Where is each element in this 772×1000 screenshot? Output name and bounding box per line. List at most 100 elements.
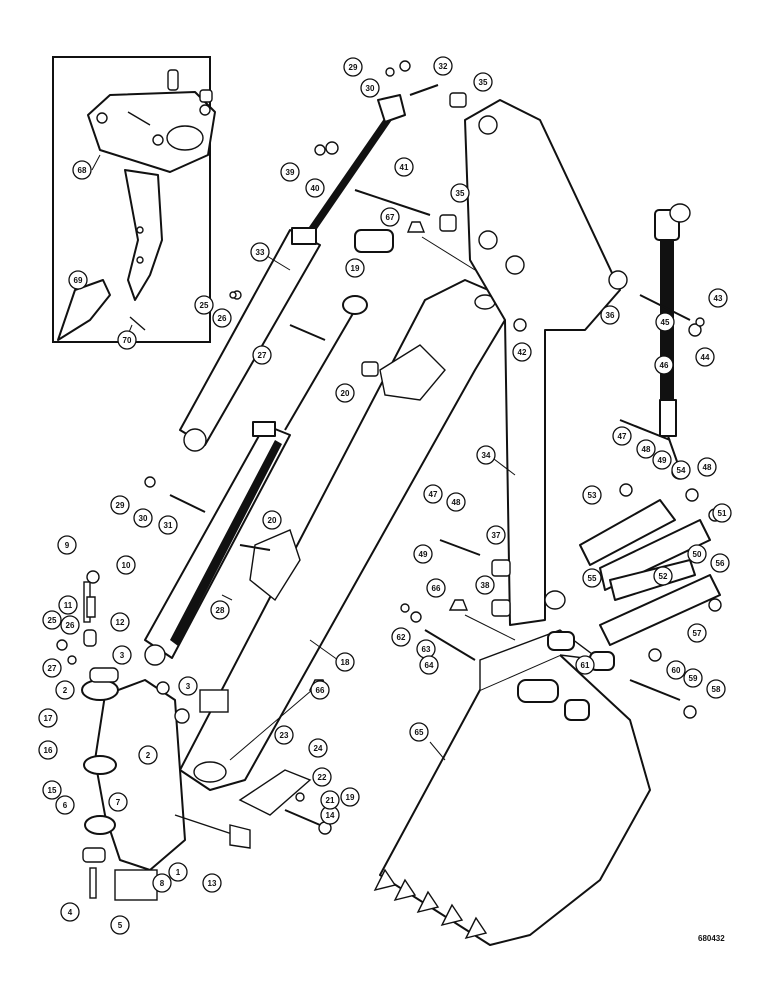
- callout-circle: [652, 450, 672, 470]
- part-callout-15: 15: [42, 780, 62, 800]
- part-callout-34: 34: [476, 445, 496, 465]
- part-callout-25: 25: [42, 610, 62, 630]
- callout-circle: [58, 595, 78, 615]
- callout-circle: [419, 655, 439, 675]
- callout-circle: [687, 623, 707, 643]
- callout-circle: [391, 627, 411, 647]
- callout-circle: [394, 157, 414, 177]
- part-callout-2: 2: [55, 680, 75, 700]
- callout-number: 40: [311, 184, 320, 193]
- callout-number: 23: [280, 731, 289, 740]
- callout-number: 25: [200, 301, 209, 310]
- callout-circle: [476, 445, 496, 465]
- callout-number: 4: [68, 908, 73, 917]
- callout-circle: [653, 566, 673, 586]
- callout-number: 46: [660, 361, 669, 370]
- part-callout-8: 8: [152, 873, 172, 893]
- callout-number: 31: [164, 521, 173, 530]
- callout-circle: [582, 568, 602, 588]
- part-callout-3: 3: [178, 676, 198, 696]
- callout-circle: [345, 258, 365, 278]
- part-callout-42: 42: [512, 342, 532, 362]
- callout-number: 35: [479, 78, 488, 87]
- part-callout-66: 66: [426, 578, 446, 598]
- part-callout-57: 57: [687, 623, 707, 643]
- part-callout-49: 49: [413, 544, 433, 564]
- part-callout-56: 56: [710, 553, 730, 573]
- part-callout-61: 61: [575, 655, 595, 675]
- callout-number: 61: [581, 661, 590, 670]
- part-callout-45: 45: [655, 312, 675, 332]
- callout-number: 57: [693, 629, 702, 638]
- part-callout-47: 47: [423, 484, 443, 504]
- hydraulic-cylinder-46: [654, 203, 691, 480]
- callout-number: 26: [218, 314, 227, 323]
- callout-number: 11: [64, 601, 73, 610]
- callout-circle: [433, 56, 453, 76]
- callout-circle: [42, 658, 62, 678]
- callout-number: 42: [518, 348, 527, 357]
- part-callout-1: 1: [168, 862, 188, 882]
- callout-number: 28: [216, 606, 225, 615]
- callout-circle: [687, 544, 707, 564]
- part-callout-36: 36: [600, 305, 620, 325]
- callout-circle: [210, 600, 230, 620]
- part-callout-41: 41: [394, 157, 414, 177]
- part-callout-5: 5: [110, 915, 130, 935]
- callout-circle: [305, 178, 325, 198]
- callout-circle: [423, 484, 443, 504]
- part-callout-70: 70: [117, 330, 137, 350]
- callout-circle: [110, 612, 130, 632]
- callout-circle: [320, 790, 340, 810]
- callout-number: 47: [429, 490, 438, 499]
- callout-number: 53: [588, 491, 597, 500]
- callout-number: 10: [122, 561, 131, 570]
- callout-number: 68: [78, 166, 87, 175]
- callout-circle: [60, 615, 80, 635]
- callout-circle: [697, 457, 717, 477]
- dipper-stick: [179, 279, 506, 791]
- callout-circle: [343, 57, 363, 77]
- callout-circle: [409, 722, 429, 742]
- hydraulic-cylinder-33: [179, 94, 406, 452]
- callout-circle: [112, 645, 132, 665]
- callout-circle: [68, 270, 88, 290]
- callout-circle: [250, 242, 270, 262]
- callout-circle: [252, 345, 272, 365]
- callout-number: 45: [661, 318, 670, 327]
- bucket-teeth: [373, 868, 488, 940]
- callout-number: 13: [208, 879, 217, 888]
- part-callout-58: 58: [706, 679, 726, 699]
- callout-number: 18: [341, 658, 350, 667]
- part-callout-2: 2: [138, 745, 158, 765]
- callout-number: 12: [116, 618, 125, 627]
- callout-number: 52: [659, 572, 668, 581]
- callout-number: 16: [44, 746, 53, 755]
- callout-circle: [426, 578, 446, 598]
- callout-circle: [168, 862, 188, 882]
- callout-circle: [612, 426, 632, 446]
- callout-circle: [110, 495, 130, 515]
- part-callout-64: 64: [419, 655, 439, 675]
- callout-circle: [683, 668, 703, 688]
- callout-circle: [712, 503, 732, 523]
- part-callout-35: 35: [450, 183, 470, 203]
- callout-circle: [212, 308, 232, 328]
- callout-number: 65: [415, 728, 424, 737]
- callout-circle: [280, 162, 300, 182]
- part-callout-27: 27: [252, 345, 272, 365]
- part-callout-54: 54: [671, 460, 691, 480]
- callout-number: 3: [120, 651, 125, 660]
- callout-number: 44: [701, 353, 710, 362]
- hydraulic-cylinder-28: [144, 295, 368, 666]
- part-callout-69: 69: [68, 270, 88, 290]
- part-callout-48: 48: [446, 492, 466, 512]
- callout-number: 58: [712, 685, 721, 694]
- callout-circle: [706, 679, 726, 699]
- callout-number: 2: [63, 686, 68, 695]
- callout-circle: [446, 492, 466, 512]
- callout-number: 7: [116, 798, 121, 807]
- part-callout-43: 43: [708, 288, 728, 308]
